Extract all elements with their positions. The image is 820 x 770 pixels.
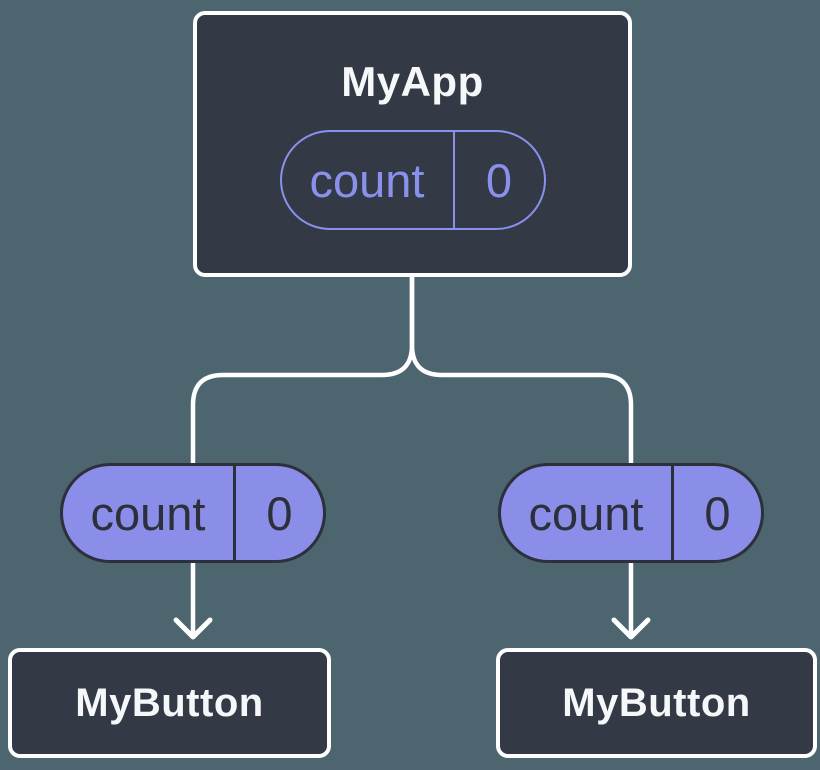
node-mybutton-right: MyButton — [496, 648, 817, 758]
child-node-title: MyButton — [75, 680, 264, 725]
prop-value-label: 0 — [233, 466, 323, 560]
prop-pill-left: count 0 — [60, 463, 326, 563]
node-myapp: MyApp count 0 — [193, 11, 632, 277]
child-node-title: MyButton — [562, 680, 751, 725]
right-arrowhead-icon — [611, 617, 651, 640]
parent-prop-pill: count 0 — [279, 130, 546, 230]
prop-value-label: 0 — [452, 132, 544, 228]
prop-value-label: 0 — [671, 466, 761, 560]
left-arrowhead-icon — [173, 617, 213, 640]
parent-node-title: MyApp — [341, 58, 484, 105]
prop-pill-right: count 0 — [498, 463, 764, 563]
node-mybutton-left: MyButton — [8, 648, 331, 758]
prop-name-label: count — [90, 486, 206, 540]
left-branch-line — [190, 273, 415, 636]
prop-name-label: count — [309, 153, 425, 207]
right-branch-line — [409, 273, 634, 636]
prop-name-label: count — [528, 486, 644, 540]
